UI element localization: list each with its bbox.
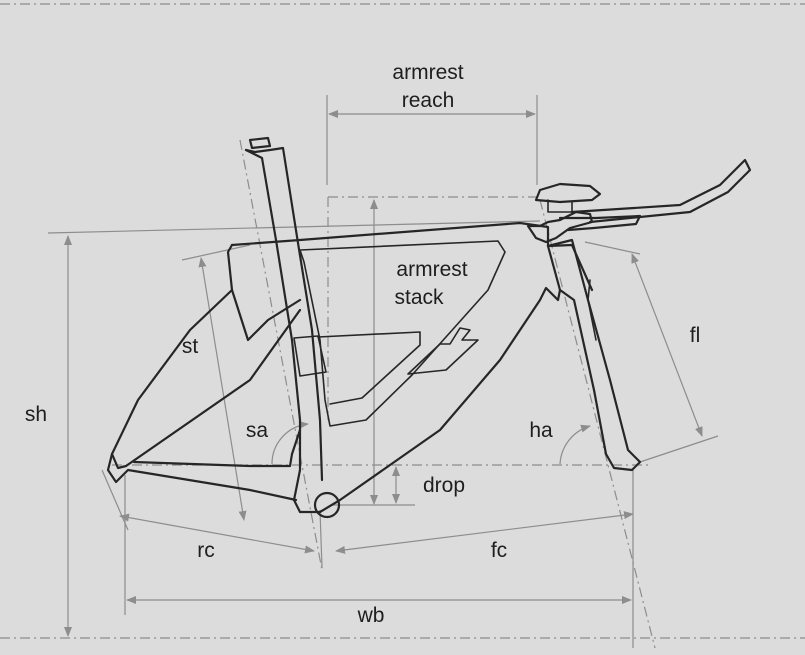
aero-extension bbox=[570, 158, 752, 224]
saddle-clamp bbox=[248, 136, 272, 150]
label-armrest-stack-line1: armrest bbox=[396, 258, 467, 281]
rc-dimension bbox=[119, 513, 315, 554]
label-st: st bbox=[182, 335, 199, 358]
bike-frame-drawing bbox=[106, 136, 752, 519]
label-wb: wb bbox=[357, 604, 385, 627]
label-armrest-reach-line1: armrest bbox=[392, 61, 463, 84]
chain-stay-inner bbox=[132, 428, 302, 468]
storage-lid bbox=[407, 327, 479, 375]
fc-dimension bbox=[335, 511, 634, 554]
label-fl: fl bbox=[690, 324, 701, 347]
bb-extension bbox=[319, 509, 323, 569]
steering-axis-line bbox=[539, 199, 656, 649]
dimension-lines bbox=[47, 95, 719, 648]
label-sh: sh bbox=[25, 403, 47, 426]
fl-top-extension bbox=[584, 241, 641, 255]
label-armrest-reach-line2: reach bbox=[402, 89, 455, 112]
fl-bottom-extension bbox=[639, 435, 719, 463]
storage-box-inner bbox=[317, 331, 421, 405]
base-bar bbox=[558, 214, 642, 232]
label-rc: rc bbox=[197, 539, 215, 562]
label-drop: drop bbox=[423, 474, 465, 497]
label-fc: fc bbox=[491, 539, 507, 562]
labels: armrest reach armrest stack st sh sa ha … bbox=[25, 61, 700, 627]
fork-crown bbox=[587, 279, 597, 341]
st-dimension bbox=[198, 257, 247, 521]
chain-stay bbox=[106, 452, 298, 502]
label-ha: ha bbox=[529, 419, 553, 442]
seat-tube-axis-line bbox=[239, 139, 323, 571]
fork bbox=[546, 238, 642, 472]
top-tube bbox=[230, 221, 550, 248]
st-top-extension bbox=[181, 244, 251, 261]
bottom-bracket bbox=[313, 491, 341, 519]
armrest-pad bbox=[534, 182, 602, 204]
ha-angle-arc bbox=[559, 424, 591, 465]
frame-storage-cutout bbox=[299, 240, 506, 427]
seatpost-front bbox=[244, 146, 300, 245]
seat-stay bbox=[110, 288, 302, 470]
seat-tube-rear bbox=[274, 238, 322, 514]
sa-angle-arc bbox=[271, 420, 309, 465]
label-armrest-stack-line2: stack bbox=[394, 286, 444, 309]
armrest-bracket bbox=[547, 199, 573, 213]
label-sa: sa bbox=[246, 419, 269, 442]
seat-tube-front bbox=[296, 241, 324, 482]
seatpost-rear bbox=[244, 148, 278, 242]
stack-height-top-extension bbox=[47, 220, 541, 234]
down-tube bbox=[318, 244, 562, 514]
reference-lines bbox=[0, 3, 805, 649]
stem bbox=[526, 210, 594, 244]
head-tube bbox=[546, 243, 594, 292]
seat-cluster bbox=[226, 243, 302, 342]
bottle-mount bbox=[293, 335, 327, 377]
fl-dimension bbox=[631, 253, 703, 437]
